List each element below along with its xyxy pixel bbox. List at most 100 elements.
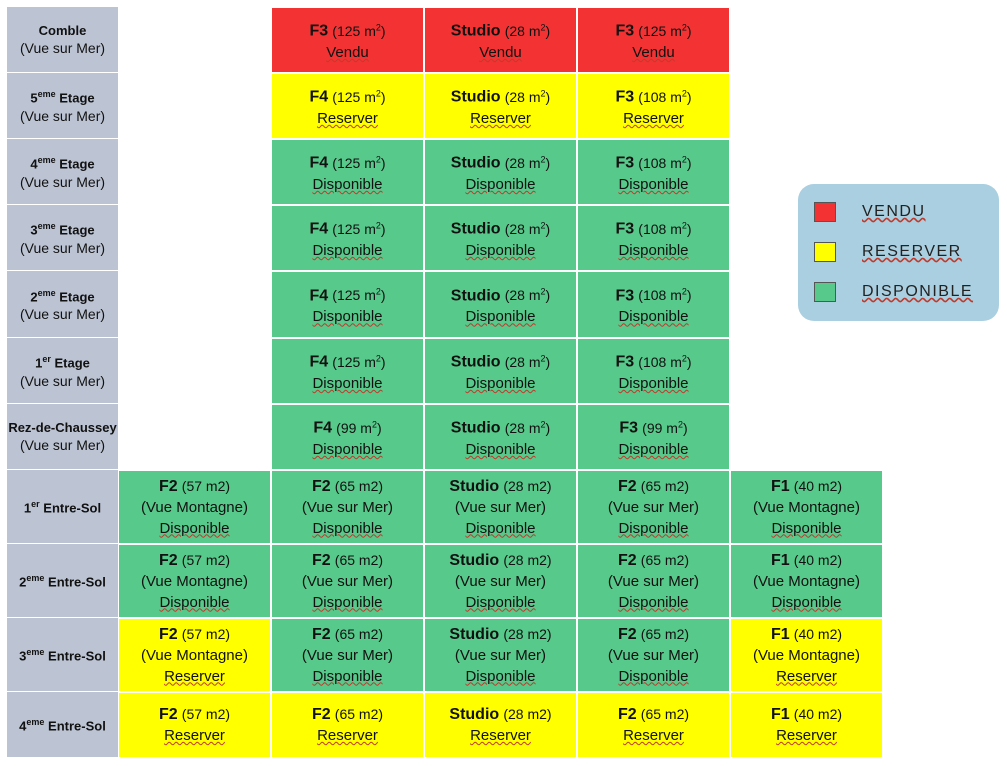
legend: VENDU RESERVER DISPONIBLE (798, 184, 999, 321)
apartment-cell[interactable]: F3 (108 m2)Disponible (577, 139, 730, 205)
apartment-cell[interactable]: Studio (28 m2)Reserver (424, 692, 577, 758)
apartment-type: F3 (615, 353, 635, 371)
apartment-type: F2 (617, 625, 637, 643)
apartment-area-unit-sup: 2 (371, 419, 377, 430)
apartment-area-value: (57 m2) (181, 477, 231, 494)
apartment-cell[interactable]: F1 (40 m2)(Vue Montagne)Disponible (730, 470, 883, 544)
apartment-area-end: ) (686, 88, 692, 105)
floor-name-suffix: Entre-Sol (44, 648, 106, 664)
apartment-view: (Vue sur Mer) (454, 498, 547, 516)
apartment-cell[interactable]: Studio (28 m2)Disponible (424, 205, 577, 271)
apartment-cell[interactable]: F1 (40 m2)(Vue Montagne)Disponible (730, 544, 883, 618)
floor-name-main: 4 (30, 156, 38, 172)
apartment-type: F3 (309, 22, 329, 40)
apartment-area: (40 m2) (794, 706, 842, 722)
floor-name-suffix: Entre-Sol (44, 574, 106, 590)
apartment-area: (28 m2) (503, 626, 551, 642)
apartment-cell[interactable]: F2 (57 m2)(Vue Montagne)Reserver (118, 618, 271, 692)
floor-label: 3eme Entre-Sol (7, 618, 118, 692)
apartment-type: F2 (158, 706, 178, 723)
apartment-area-unit-sup: 2 (677, 419, 683, 430)
floor-label: 2eme Entre-Sol (7, 544, 118, 618)
apartment-cell[interactable]: F2 (65 m2)Reserver (577, 692, 730, 758)
apartment-cell[interactable]: F4 (99 m2)Disponible (271, 404, 424, 470)
apartment-cell[interactable]: F4 (125 m2)Disponible (271, 205, 424, 271)
floor-name: 3eme Etage (30, 218, 94, 238)
apartment-type: F4 (309, 287, 329, 305)
apartment-cell[interactable]: F4 (125 m2)Disponible (271, 271, 424, 338)
apartment-area: (99 m2) (336, 419, 381, 436)
apartment-status: Disponible (618, 175, 689, 193)
apartment-status: Disponible (618, 374, 689, 392)
apartment-view: (Vue Montagne) (752, 572, 860, 590)
apartment-view: (Vue Montagne) (140, 572, 248, 590)
apartment-cell[interactable]: Studio (28 m2)(Vue sur Mer)Disponible (424, 470, 577, 544)
apartment-cell[interactable]: F3 (108 m2)Disponible (577, 205, 730, 271)
apartment-cell[interactable]: F2 (65 m2)(Vue sur Mer)Disponible (577, 470, 730, 544)
apartment-type: Studio (450, 220, 501, 238)
apartment-cell[interactable]: F1 (40 m2)(Vue Montagne)Reserver (730, 618, 883, 692)
apartment-cell[interactable]: Studio (28 m2)Disponible (424, 404, 577, 470)
apartment-cell[interactable]: F2 (65 m2)(Vue sur Mer)Disponible (577, 544, 730, 618)
apartment-cell[interactable]: F4 (125 m2)Disponible (271, 139, 424, 205)
apartment-area: (125 m2) (332, 22, 385, 39)
apartment-cell[interactable]: F4 (125 m2)Disponible (271, 338, 424, 404)
apartment-heading: F1 (40 m2) (771, 624, 842, 645)
apartment-area-value: (28 m2) (503, 551, 552, 568)
floor-view: (Vue sur Mer) (19, 173, 106, 190)
floor-name-sup: eme (37, 89, 56, 100)
apartment-cell[interactable]: F2 (57 m2)(Vue Montagne)Disponible (118, 544, 271, 618)
apartment-type: F3 (615, 154, 635, 172)
apartment-status: Disponible (465, 593, 536, 611)
apartment-cell[interactable]: F3 (108 m2)Reserver (577, 73, 730, 139)
apartment-area: (125 m2) (332, 154, 385, 171)
apartment-status: Disponible (618, 519, 689, 537)
apartment-area-end: ) (545, 287, 551, 304)
apartment-cell[interactable]: F2 (65 m2)Reserver (271, 692, 424, 758)
apartment-cell[interactable]: Studio (28 m2)Vendu (424, 7, 577, 73)
apartment-type: F3 (615, 88, 635, 106)
apartment-view: (Vue sur Mer) (607, 572, 700, 590)
apartment-area: (57 m2) (182, 626, 230, 642)
apartment-area-value: (125 m (332, 88, 376, 105)
apartment-cell[interactable]: Studio (28 m2)(Vue sur Mer)Disponible (424, 544, 577, 618)
apartment-view: (Vue sur Mer) (607, 646, 700, 664)
apartment-cell[interactable]: F3 (99 m2)Disponible (577, 404, 730, 470)
apartment-area-value: (108 m (638, 88, 682, 105)
apartment-cell[interactable]: F3 (125 m2)Vendu (577, 7, 730, 73)
legend-item-vendu: VENDU (814, 202, 926, 222)
apartment-heading: Studio (28 m2) (451, 17, 550, 42)
floor-name-suffix: Entre-Sol (39, 500, 102, 516)
floor-name-suffix: Etage (55, 222, 95, 238)
apartment-area: (125 m2) (638, 22, 691, 39)
apartment-cell[interactable]: F2 (65 m2)(Vue sur Mer)Disponible (271, 470, 424, 544)
apartment-cell[interactable]: Studio (28 m2)Disponible (424, 338, 577, 404)
apartment-cell[interactable]: F2 (57 m2)Reserver (118, 692, 271, 758)
apartment-cell[interactable]: F2 (57 m2)(Vue Montagne)Disponible (118, 470, 271, 544)
apartment-cell[interactable]: F2 (65 m2)(Vue sur Mer)Disponible (271, 544, 424, 618)
apartment-cell[interactable]: Studio (28 m2)(Vue sur Mer)Disponible (424, 618, 577, 692)
apartment-area: (28 m2) (503, 552, 551, 568)
apartment-cell[interactable]: F4 (125 m2)Reserver (271, 73, 424, 139)
apartment-view: (Vue Montagne) (140, 646, 248, 664)
apartment-area-unit-sup: 2 (540, 88, 546, 99)
apartment-area: (40 m2) (794, 552, 842, 568)
apartment-view: (Vue sur Mer) (301, 572, 394, 590)
apartment-type: F4 (309, 154, 329, 172)
apartment-status: Disponible (465, 519, 536, 537)
apartment-area-value: (65 m2) (640, 477, 690, 494)
apartment-area-unit-sup: 2 (681, 220, 687, 231)
apartment-cell[interactable]: Studio (28 m2)Disponible (424, 139, 577, 205)
apartment-cell[interactable]: Studio (28 m2)Disponible (424, 271, 577, 338)
apartment-area-end: ) (545, 88, 551, 105)
apartment-cell[interactable]: Studio (28 m2)Reserver (424, 73, 577, 139)
apartment-heading: F4 (125 m2) (309, 149, 385, 174)
apartment-cell[interactable]: F2 (65 m2)(Vue sur Mer)Disponible (577, 618, 730, 692)
apartment-cell[interactable]: F2 (65 m2)(Vue sur Mer)Disponible (271, 618, 424, 692)
apartment-cell[interactable]: F3 (108 m2)Disponible (577, 271, 730, 338)
apartment-cell[interactable]: F3 (125 m2)Vendu (271, 7, 424, 73)
apartment-cell[interactable]: F3 (108 m2)Disponible (577, 338, 730, 404)
apartment-cell[interactable]: F1 (40 m2)Reserver (730, 692, 883, 758)
floor-label: 2eme Etage(Vue sur Mer) (7, 271, 118, 338)
apartment-status: Disponible (312, 241, 383, 259)
